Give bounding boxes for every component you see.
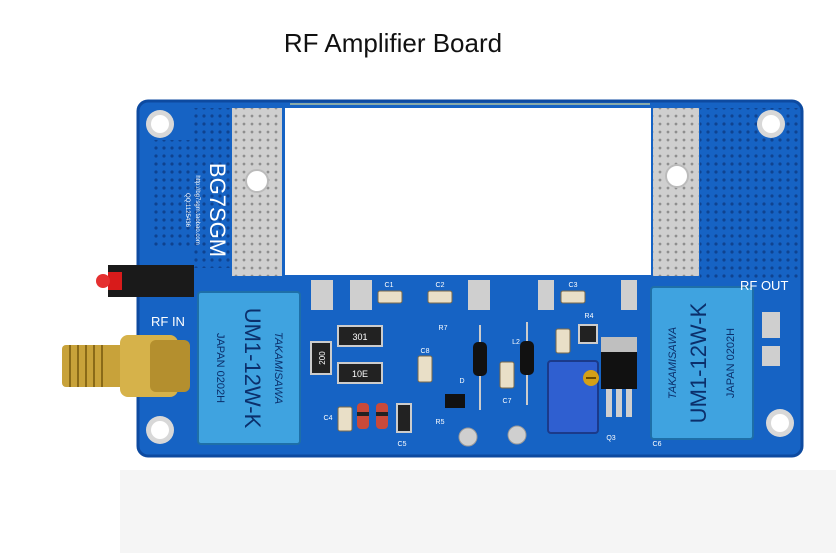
led-icon [96,265,194,297]
relay-origin: JAPAN 0202H [214,333,226,403]
maker-label: BG7SGM [205,163,230,257]
part-label: R7 [439,325,448,332]
potentiometer-icon [547,360,599,434]
part-label: C5 [398,441,407,448]
relay-left: TAKAMISAWA UM1-12W-K JAPAN 0202H [197,291,301,445]
mounting-hole-icon [665,164,689,188]
part-label: C8 [421,348,430,355]
relay-right: TAKAMISAWA UM1-12W-K JAPAN 0202H [650,286,754,440]
part-label: C2 [436,282,445,289]
part-label: C6 [653,441,662,448]
relay-origin: JAPAN 0202H [725,328,737,398]
maker-url: http://bg7sgm.taobao.com [194,175,200,244]
part-label: Q3 [606,435,615,442]
regulator-icon [601,337,637,417]
part-label: R4 [585,313,594,320]
maker-phone: QQ:1125436 [184,193,190,228]
part-label: R5 [436,419,445,426]
relay-brand: TAKAMISAWA [272,332,284,404]
relay-model: UM1-12W-K [686,302,711,423]
board-window [285,108,651,275]
pcb-board: 301 10E 200 [62,99,804,458]
part-label: L2 [512,339,520,346]
mounting-hole-icon [146,416,174,444]
part-label: C7 [503,398,512,405]
mounting-hole-icon [245,169,269,193]
mounting-hole-icon [766,409,794,437]
sma-connector-icon [62,335,190,397]
relay-brand: TAKAMISAWA [667,327,679,399]
part-label: C1 [385,282,394,289]
resistor-code: 301 [352,332,367,342]
relay-model: UM1-12W-K [240,308,265,429]
mounting-hole-icon [757,110,785,138]
page-title: RF Amplifier Board [283,28,503,58]
part-label: C4 [324,415,333,422]
part-label: C3 [569,282,578,289]
mounting-hole-icon [146,110,174,138]
rf-out-label: RF OUT [740,278,788,293]
resistor-code: 200 [318,351,327,365]
part-label: D [459,378,464,385]
resistor-code: 10E [352,369,368,379]
rf-in-label: RF IN [151,314,185,329]
tabletop [120,470,836,553]
